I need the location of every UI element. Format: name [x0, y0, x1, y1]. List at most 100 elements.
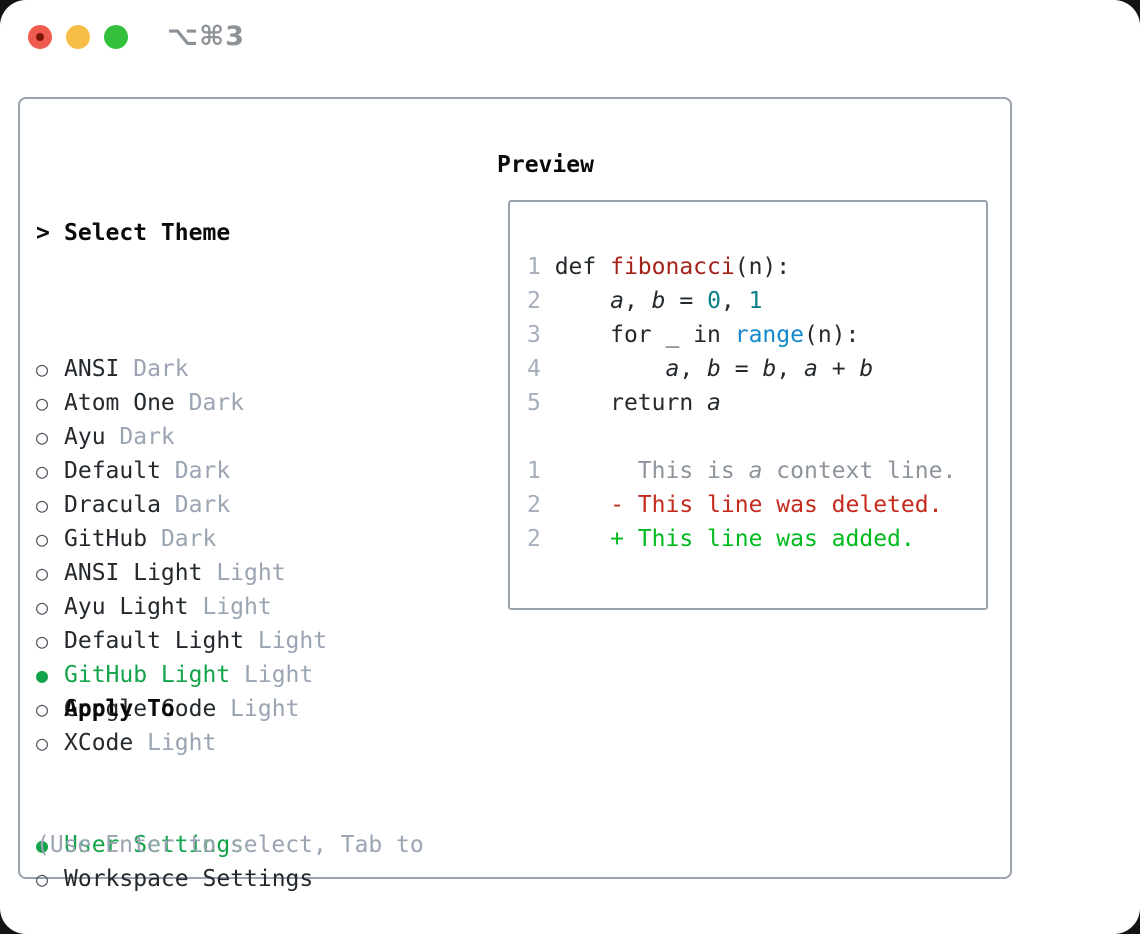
- code-token: a: [804, 356, 818, 382]
- code-token: 1: [748, 288, 763, 314]
- radio-selected-icon: ●: [36, 833, 49, 857]
- zoom-button-icon[interactable]: [104, 25, 128, 49]
- header-indent: [36, 692, 64, 726]
- theme-option-xcode[interactable]: ○ XCode Light: [36, 726, 327, 760]
- line-number: 2: [527, 492, 555, 518]
- variant-tag: Dark: [160, 492, 231, 518]
- preview-line-2: 2 a, b = 0, 1: [527, 284, 956, 318]
- theme-list-header: > Select Theme: [36, 216, 327, 250]
- code-token: a: [748, 458, 763, 484]
- apply-to-header: Apply To: [36, 692, 313, 726]
- titlebar: ⌥⌘3: [0, 0, 1140, 80]
- close-button-icon[interactable]: [28, 25, 52, 49]
- code-token: a: [665, 356, 680, 382]
- option-label: GitHub: [64, 526, 148, 552]
- code-token: This is: [554, 458, 749, 484]
- apply-option-user-settings[interactable]: ●User Settings: [36, 828, 313, 862]
- radio-icon: ○: [36, 629, 49, 653]
- radio-icon: ○: [36, 391, 49, 415]
- line-number: 1: [527, 458, 555, 484]
- radio-selected-icon: ●: [36, 663, 49, 687]
- preview-box: [508, 200, 988, 610]
- variant-tag: Light: [216, 696, 300, 722]
- option-label: ANSI: [64, 356, 120, 382]
- theme-option-github[interactable]: ○ GitHub Dark: [36, 522, 327, 556]
- variant-tag: Light: [230, 662, 314, 688]
- variant-tag: Light: [188, 594, 272, 620]
- theme-option-atom-one[interactable]: ○ Atom One Dark: [36, 386, 327, 420]
- radio-icon: ○: [36, 731, 49, 755]
- code-token: a: [707, 390, 721, 416]
- radio-icon: ○: [36, 595, 49, 619]
- option-label: Default Light: [64, 628, 245, 654]
- variant-tag: Dark: [160, 458, 231, 484]
- preview-line-4: 4 a, b = b, a + b: [527, 352, 956, 386]
- code-token: - This line was deleted.: [610, 492, 943, 518]
- radio-icon: ○: [36, 697, 49, 721]
- option-label: Default: [64, 458, 161, 484]
- variant-tag: Dark: [174, 390, 245, 416]
- preview-line-7: 1 This is a context line.: [527, 454, 956, 488]
- code-token: [555, 288, 610, 314]
- code-token: for: [554, 322, 666, 348]
- theme-option-default[interactable]: ○ Default Dark: [36, 454, 327, 488]
- theme-list: >Select Theme ○ANSI Dark○Atom One Dark○A…: [36, 148, 327, 760]
- code-token: 0: [707, 288, 721, 314]
- preview-line-8: 2 - This line was deleted.: [527, 488, 956, 522]
- variant-tag: Dark: [119, 356, 189, 382]
- preview-blank-line: [527, 420, 956, 454]
- variant-tag: Dark: [147, 526, 217, 552]
- code-token: def: [554, 254, 611, 280]
- hint-line-2: change focus): [36, 930, 424, 934]
- option-label: XCode: [64, 730, 134, 756]
- line-number: 1: [527, 254, 555, 280]
- code-token: ,: [623, 288, 652, 314]
- theme-option-ansi[interactable]: ○ANSI Dark: [36, 352, 327, 386]
- preview-line-5: 5 return a: [527, 386, 956, 420]
- variant-tag: Dark: [105, 424, 175, 450]
- radio-icon: ○: [36, 425, 49, 449]
- hint-line-1: (Use Enter to select, Tab to: [36, 832, 424, 858]
- option-label: Ayu Light: [64, 594, 189, 620]
- code-token: _: [665, 322, 680, 348]
- variant-tag: Light: [133, 730, 217, 756]
- code-token: =: [720, 356, 763, 382]
- code-token: context line.: [762, 458, 957, 484]
- theme-option-ansi-light[interactable]: ○ANSI Light Light: [36, 556, 327, 590]
- code-token: b: [859, 356, 874, 382]
- option-label: ANSI Light: [64, 560, 203, 586]
- code-token: +: [817, 356, 860, 382]
- line-number: 4: [527, 356, 555, 382]
- apply-option-workspace-settings[interactable]: ○Workspace Settings: [36, 862, 313, 896]
- theme-option-ayu[interactable]: ○Ayu Dark: [36, 420, 327, 454]
- code-token: + This line was added.: [610, 526, 915, 552]
- radio-icon: ○: [36, 459, 49, 483]
- theme-option-ayu-light[interactable]: ○ Ayu Light Light: [36, 590, 327, 624]
- variant-tag: Light: [202, 560, 286, 586]
- cursor-icon: >: [36, 220, 50, 246]
- line-number: 5: [527, 390, 555, 416]
- theme-list-header-label: Select Theme: [64, 220, 231, 246]
- theme-option-default-light[interactable]: ○Default Light Light: [36, 624, 327, 658]
- code-token: b: [707, 356, 721, 382]
- hint-text: (Use Enter to select, Tab to change focu…: [36, 760, 424, 934]
- theme-option-google-code[interactable]: ○ Google Code Light: [36, 692, 327, 726]
- code-token: in: [679, 322, 735, 348]
- theme-option-github-light[interactable]: ●GitHub Light Light: [36, 658, 327, 692]
- code-token: range: [734, 322, 804, 348]
- line-number: 3: [527, 322, 555, 348]
- code-token: ,: [679, 356, 708, 382]
- code-token: a: [610, 288, 624, 314]
- preview-line-3: 3 for _ in range(n):: [527, 318, 956, 352]
- preview-header: Preview: [497, 152, 594, 178]
- option-label: Workspace Settings: [64, 866, 314, 892]
- option-label: Atom One: [64, 390, 175, 416]
- option-label: Google Code: [64, 696, 217, 722]
- radio-icon: ○: [36, 527, 49, 551]
- code-token: b: [651, 288, 666, 314]
- theme-option-dracula[interactable]: ○Dracula Dark: [36, 488, 327, 522]
- minimize-button-icon[interactable]: [66, 25, 90, 49]
- code-token: ,: [776, 356, 805, 382]
